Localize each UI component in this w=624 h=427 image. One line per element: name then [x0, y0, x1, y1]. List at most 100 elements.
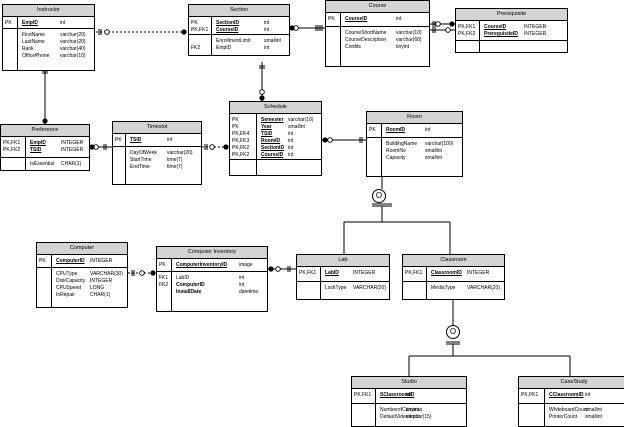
optional-circle	[445, 27, 451, 33]
table-title: CaseStudy	[519, 377, 624, 389]
field-name: EnrollmentLimit	[216, 38, 251, 44]
table-title: Section	[189, 5, 289, 17]
field-name: LabID	[176, 275, 190, 281]
table-title: Computer	[37, 243, 127, 255]
field-type: varchar(20)	[167, 150, 193, 156]
field-key: PK	[159, 262, 166, 268]
field-name: CourseID	[261, 152, 284, 158]
field-name: EmpID	[22, 20, 38, 26]
field-type: INTEGER	[467, 270, 490, 276]
key-column-divider	[456, 41, 480, 52]
field-key: PK,FK2	[458, 31, 476, 37]
field-type: CHAR(1)	[61, 161, 82, 167]
field-type: int	[396, 16, 402, 22]
table-title: Course	[326, 1, 429, 13]
key-column-divider	[230, 114, 257, 159]
field-type: image	[239, 262, 253, 268]
field-type: varchar(20)	[60, 39, 86, 45]
key-column-divider	[113, 147, 126, 184]
field-type: VARCHAR(30)	[90, 271, 123, 277]
field-type: int	[264, 27, 270, 33]
field-type: int	[585, 392, 591, 398]
table-title: Computer Inventory	[157, 247, 267, 259]
field-type: int	[239, 282, 245, 288]
field-name: CourseID	[484, 24, 507, 30]
field-type: int	[406, 392, 412, 398]
field-row: PK ComputerInventoryID image	[157, 262, 267, 269]
key-column-divider	[403, 267, 427, 281]
field-name: RoomID	[261, 138, 281, 144]
many-dot	[181, 29, 187, 35]
table-title: Schedule	[230, 102, 321, 114]
field-name: CourseDescription	[345, 37, 387, 43]
field-name: NumberofCameras	[380, 407, 423, 413]
key-column-divider	[157, 259, 172, 271]
field-key: PK	[369, 127, 376, 133]
field-row: EnrollmentLimit smallint	[189, 38, 289, 45]
field-type: smallint	[585, 414, 602, 420]
field-key: PK,FK2	[232, 152, 250, 158]
field-name: CourseID	[345, 16, 368, 22]
key-column-divider	[1, 137, 26, 157]
key-column-divider	[326, 27, 341, 66]
field-name: RoomID	[386, 127, 406, 133]
table-title: Preference	[1, 125, 89, 137]
field-type: INTEGER	[524, 31, 547, 37]
key-column-divider	[3, 17, 18, 28]
field-name: DiskCapacity	[56, 278, 86, 284]
many-dot	[223, 144, 229, 150]
many-dot	[289, 25, 295, 31]
field-type: VARCHAR(20)	[467, 285, 500, 291]
field-name: ComputerInventoryID	[176, 262, 228, 268]
field-type: smallint	[264, 38, 281, 44]
table-title: Timeslot	[113, 122, 201, 134]
key-column-divider	[367, 124, 382, 137]
many-dot	[268, 266, 274, 272]
field-type: smallint	[425, 155, 442, 161]
key-column-divider	[37, 268, 52, 307]
optional-circle	[435, 21, 441, 27]
field-row: DayOfWeek varchar(20)	[113, 150, 201, 157]
optional-circle	[104, 29, 110, 35]
field-type: smallint	[585, 407, 602, 413]
key-column-divider	[189, 17, 212, 34]
key-column-divider	[37, 255, 52, 267]
field-name: CClassroomID	[549, 392, 584, 398]
field-key: PK	[328, 16, 335, 22]
many-dot	[449, 21, 455, 27]
field-type: int	[239, 275, 245, 281]
field-name: DayOfWeek	[130, 150, 157, 156]
field-name: TSID	[261, 131, 273, 137]
